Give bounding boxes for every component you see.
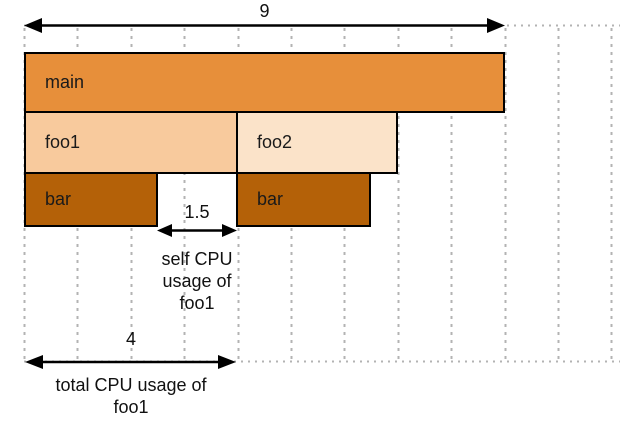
total-foo1-caption-line1: total CPU usage of: [55, 375, 207, 395]
self-usage-caption-line2: usage of: [162, 271, 232, 291]
frame-bar-under-foo2: bar: [236, 172, 371, 227]
self-usage-caption-line1: self CPU: [161, 249, 233, 269]
total-foo1-caption: total CPU usage of foo1: [21, 374, 241, 418]
total-foo1-arrow-icon: [25, 355, 236, 369]
self-usage-caption: self CPU usage of foo1: [107, 248, 287, 314]
total-foo1-value: 4: [125, 329, 136, 349]
total-foo1-caption-line2: foo1: [113, 397, 149, 417]
self-usage-value: 1.5: [184, 202, 210, 222]
frame-foo1-label: foo1: [45, 132, 81, 152]
self-usage-caption-line3: foo1: [179, 293, 215, 313]
frame-foo2-label: foo2: [257, 132, 293, 152]
self-usage-arrow-icon: [157, 224, 237, 237]
frame-bar-under-foo1: bar: [24, 172, 158, 227]
frame-main-label: main: [45, 72, 85, 92]
total-width-arrow-icon: [24, 18, 505, 33]
total-width-value: 9: [259, 1, 270, 21]
frame-bar-left-label: bar: [45, 189, 72, 209]
frame-bar-right-label: bar: [257, 189, 284, 209]
